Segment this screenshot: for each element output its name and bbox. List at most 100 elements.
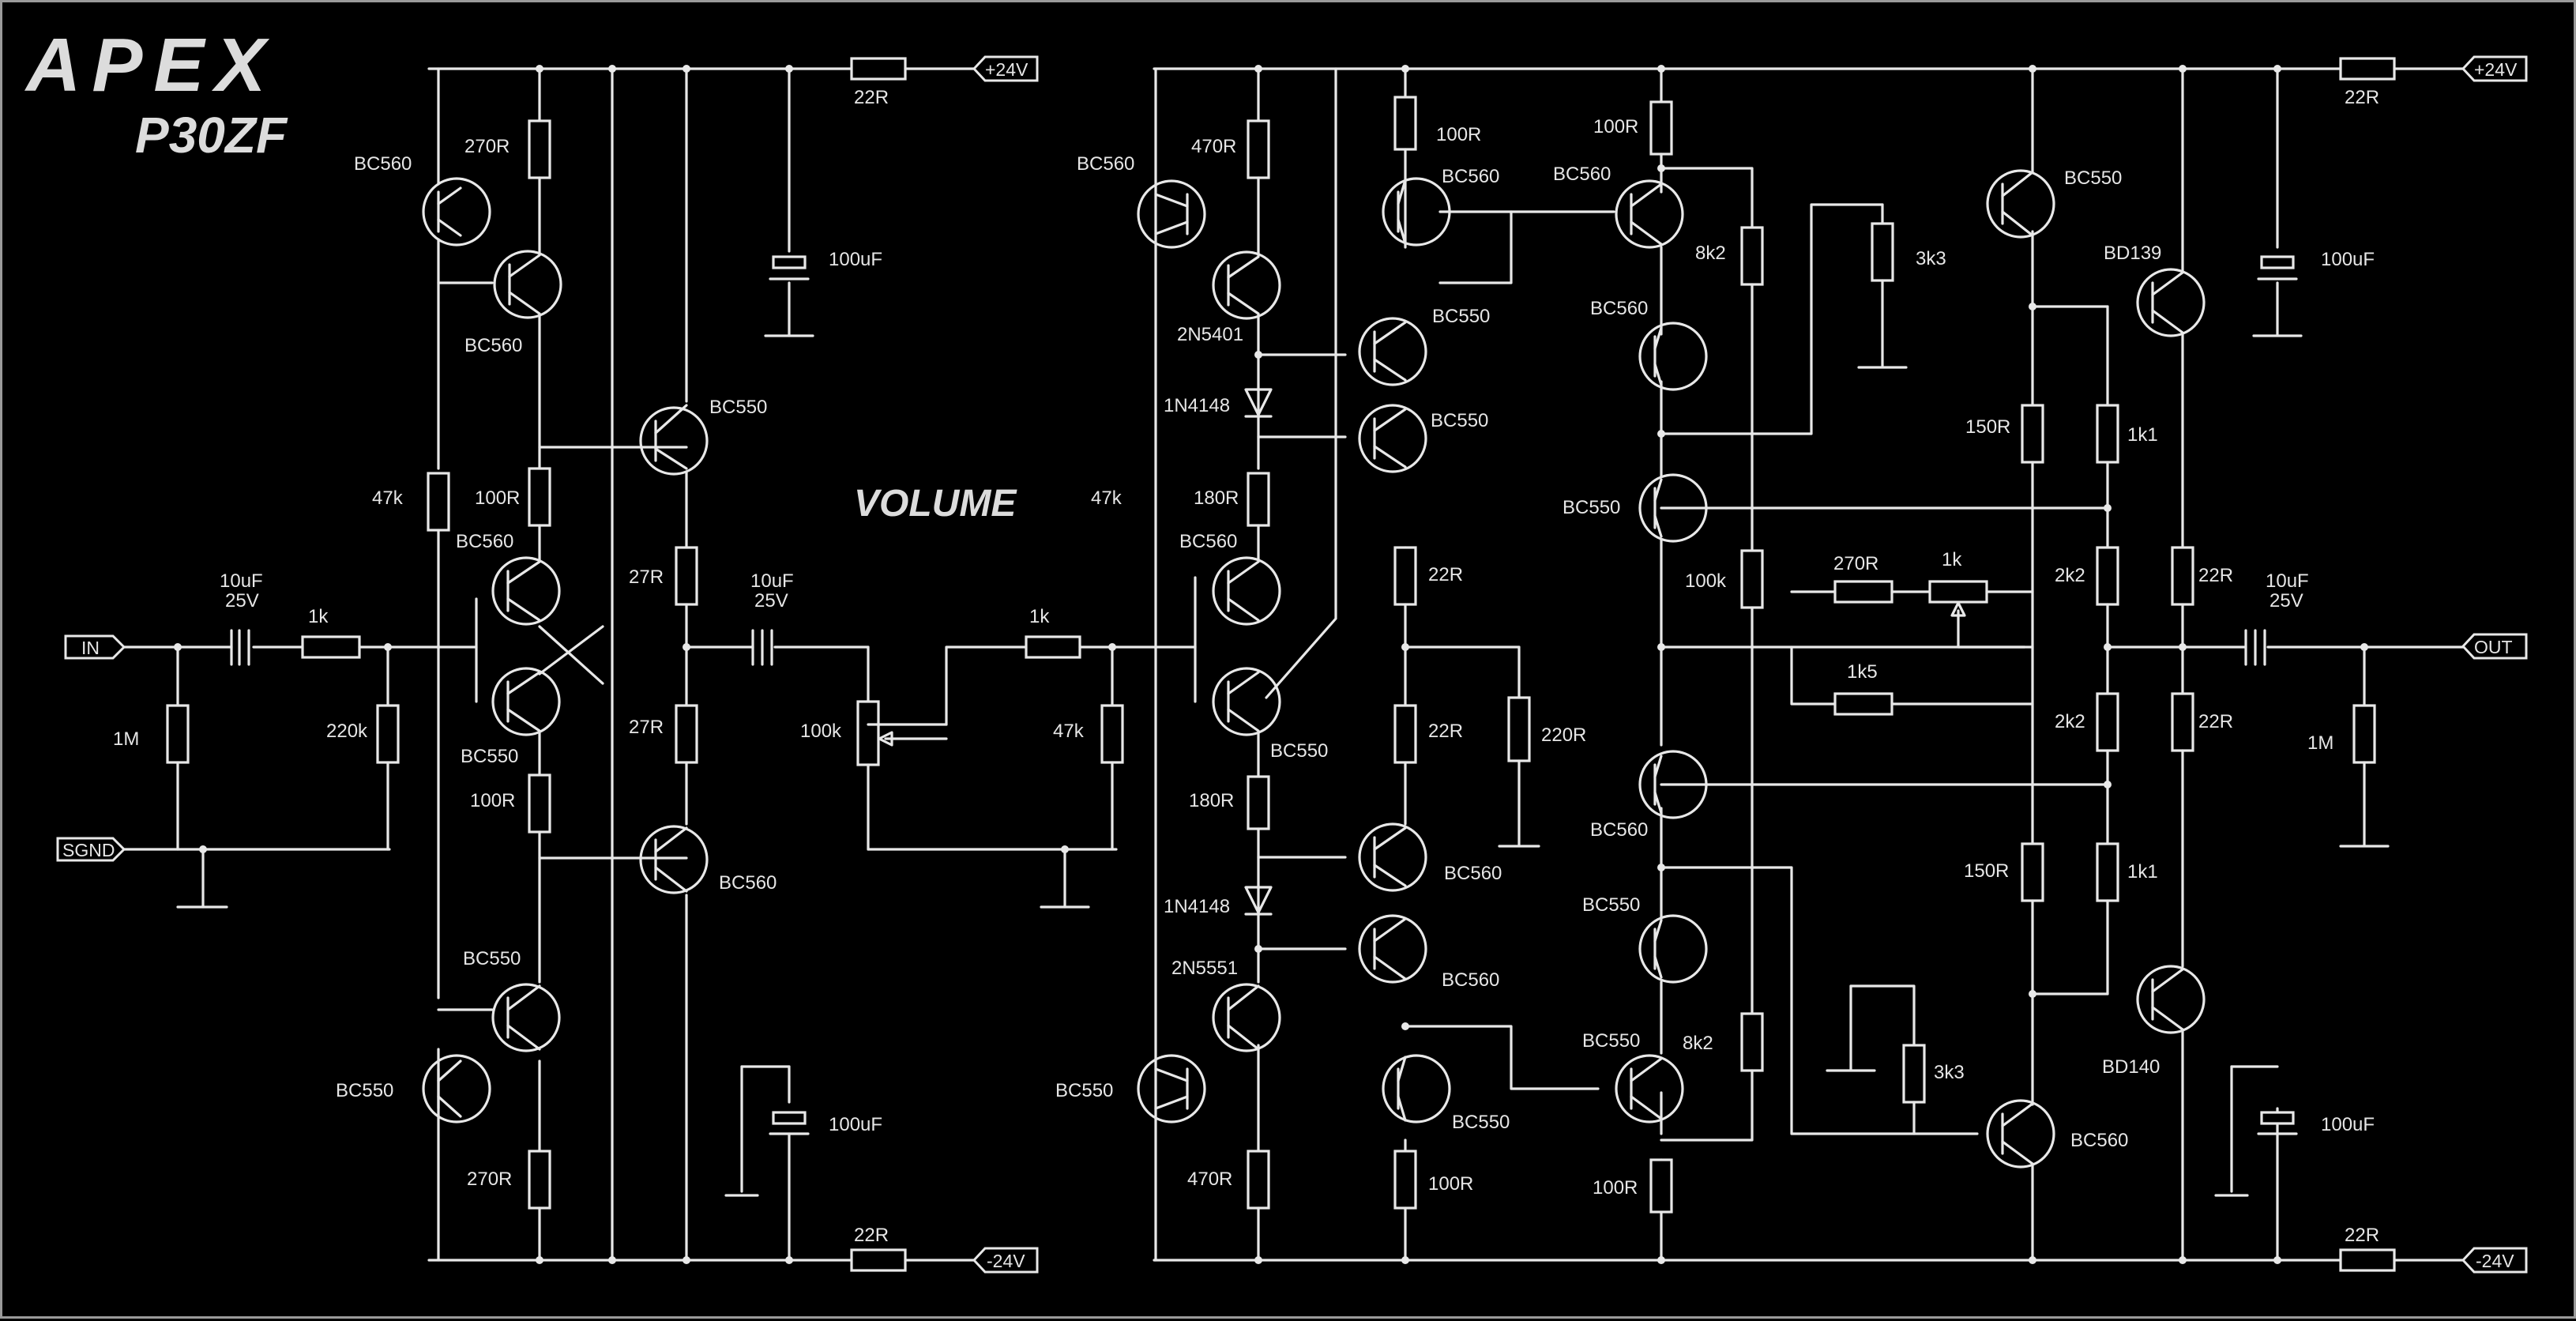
svg-text:BC560: BC560 [1590, 298, 1648, 319]
svg-text:BC560: BC560 [1442, 969, 1499, 991]
svg-text:1M: 1M [113, 728, 139, 750]
diode-1n4148-top [1244, 388, 1273, 418]
svg-text:BC560: BC560 [1553, 164, 1611, 185]
transistor-q26 [1615, 1054, 1684, 1123]
svg-text:47k: 47k [1053, 721, 1085, 742]
transistor-q4 [491, 556, 561, 626]
svg-text:8k2: 8k2 [1683, 1033, 1713, 1054]
transistor-q27 [1986, 169, 2055, 239]
svg-text:BD140: BD140 [2102, 1056, 2160, 1078]
svg-text:150R: 150R [1965, 416, 2010, 438]
transistor-q18 [1358, 822, 1427, 892]
transistor-q14 [1137, 1054, 1206, 1123]
component-labels: BC560 270R BC560 BC550 47k 100R BC560 27… [113, 87, 2379, 1246]
port-vpos-right: +24V [2461, 55, 2528, 82]
svg-text:1k1: 1k1 [2127, 861, 2158, 883]
transistor-q1 [422, 177, 491, 247]
volume-label: VOLUME [854, 483, 1017, 525]
transistor-q28 [2136, 268, 2206, 337]
svg-text:BD139: BD139 [2104, 243, 2161, 264]
svg-text:BC560: BC560 [354, 153, 412, 175]
svg-text:22R: 22R [1428, 564, 1463, 585]
svg-text:100k: 100k [1685, 570, 1727, 592]
svg-text:8k2: 8k2 [1695, 243, 1726, 264]
svg-text:1N4148: 1N4148 [1164, 395, 1230, 416]
svg-text:BC560: BC560 [1442, 166, 1499, 187]
diode-1n4148-bottom [1244, 886, 1273, 916]
svg-text:+24V: +24V [2474, 59, 2518, 80]
trimmer-wiper-arrow [1950, 601, 1966, 617]
transistor-q13 [1212, 983, 1281, 1052]
svg-text:1N4148: 1N4148 [1164, 896, 1230, 917]
transistor-q29 [2136, 965, 2206, 1034]
svg-text:100R: 100R [1436, 124, 1481, 145]
transistor-q17 [1358, 404, 1427, 473]
svg-text:47k: 47k [372, 487, 404, 509]
svg-text:2N5401: 2N5401 [1177, 324, 1243, 345]
svg-text:180R: 180R [1194, 487, 1239, 509]
svg-text:270R: 270R [464, 136, 510, 157]
svg-text:BC560: BC560 [1590, 819, 1648, 841]
transistor-q16 [1358, 317, 1427, 386]
cap-100uf-top-left [769, 255, 810, 280]
port-vneg-right: -24V [2461, 1247, 2528, 1274]
transistor-q9 [1137, 179, 1206, 249]
svg-text:25V: 25V [754, 590, 788, 612]
svg-text:BC560: BC560 [456, 531, 513, 552]
svg-text:100R: 100R [1593, 1177, 1638, 1199]
svg-text:BC560: BC560 [464, 335, 522, 356]
model-title: P30ZF [135, 107, 288, 164]
svg-text:25V: 25V [225, 590, 259, 612]
svg-text:2N5551: 2N5551 [1171, 958, 1238, 979]
svg-text:3k3: 3k3 [1934, 1062, 1965, 1083]
port-in: IN [64, 634, 126, 660]
svg-text:100uF: 100uF [2321, 249, 2375, 270]
output-stage-wiring [1660, 67, 2465, 1262]
svg-text:47k: 47k [1091, 487, 1123, 509]
svg-text:SGND: SGND [62, 840, 115, 860]
svg-text:25V: 25V [2270, 590, 2303, 612]
svg-text:2k2: 2k2 [2055, 565, 2085, 586]
svg-text:OUT: OUT [2474, 637, 2513, 657]
cap-100uf-bottom-left [769, 1111, 810, 1135]
svg-text:BC550: BC550 [1432, 306, 1490, 327]
cap-100uf-top-right [2257, 255, 2298, 280]
svg-text:100uF: 100uF [2321, 1114, 2375, 1135]
cap-output-10uf [2244, 629, 2266, 666]
transistor-q10 [1212, 250, 1281, 320]
svg-text:100R: 100R [470, 790, 515, 811]
volume-stage [867, 635, 1197, 851]
svg-text:10uF: 10uF [220, 570, 263, 592]
svg-text:22R: 22R [2198, 565, 2233, 586]
svg-text:10uF: 10uF [2266, 570, 2309, 592]
svg-text:1k: 1k [1942, 549, 1962, 570]
svg-text:1M: 1M [2307, 732, 2333, 754]
svg-text:220R: 220R [1541, 724, 1586, 746]
pot-wiper-arrow [878, 731, 893, 747]
cap-100uf-bottom-right [2257, 1111, 2298, 1135]
transistor-q8 [422, 1054, 491, 1123]
cross-wire-1 [538, 625, 604, 685]
input-stage-wiring [122, 67, 1118, 1262]
svg-text:27R: 27R [629, 566, 664, 588]
middle-stage-wiring [1154, 67, 2026, 1262]
svg-text:100R: 100R [475, 487, 520, 509]
transistor-q6 [639, 825, 709, 894]
transistor-q5 [491, 667, 561, 736]
transistor-q25 [1638, 914, 1708, 984]
svg-text:BC550: BC550 [336, 1080, 393, 1101]
svg-text:10uF: 10uF [750, 570, 794, 592]
transistor-q15 [1382, 177, 1451, 247]
port-sgnd: SGND [56, 837, 126, 862]
svg-text:BC560: BC560 [1179, 531, 1237, 552]
svg-text:1k: 1k [1029, 606, 1050, 627]
svg-text:BC560: BC560 [1444, 863, 1502, 884]
junction-dots [174, 65, 2368, 1264]
svg-text:100uF: 100uF [829, 1114, 882, 1135]
svg-text:BC560: BC560 [719, 872, 777, 894]
svg-text:100k: 100k [800, 721, 842, 742]
svg-text:100R: 100R [1428, 1173, 1473, 1195]
svg-text:BC550: BC550 [1582, 1030, 1640, 1052]
svg-text:BC550: BC550 [1452, 1112, 1510, 1133]
svg-text:100uF: 100uF [829, 249, 882, 270]
